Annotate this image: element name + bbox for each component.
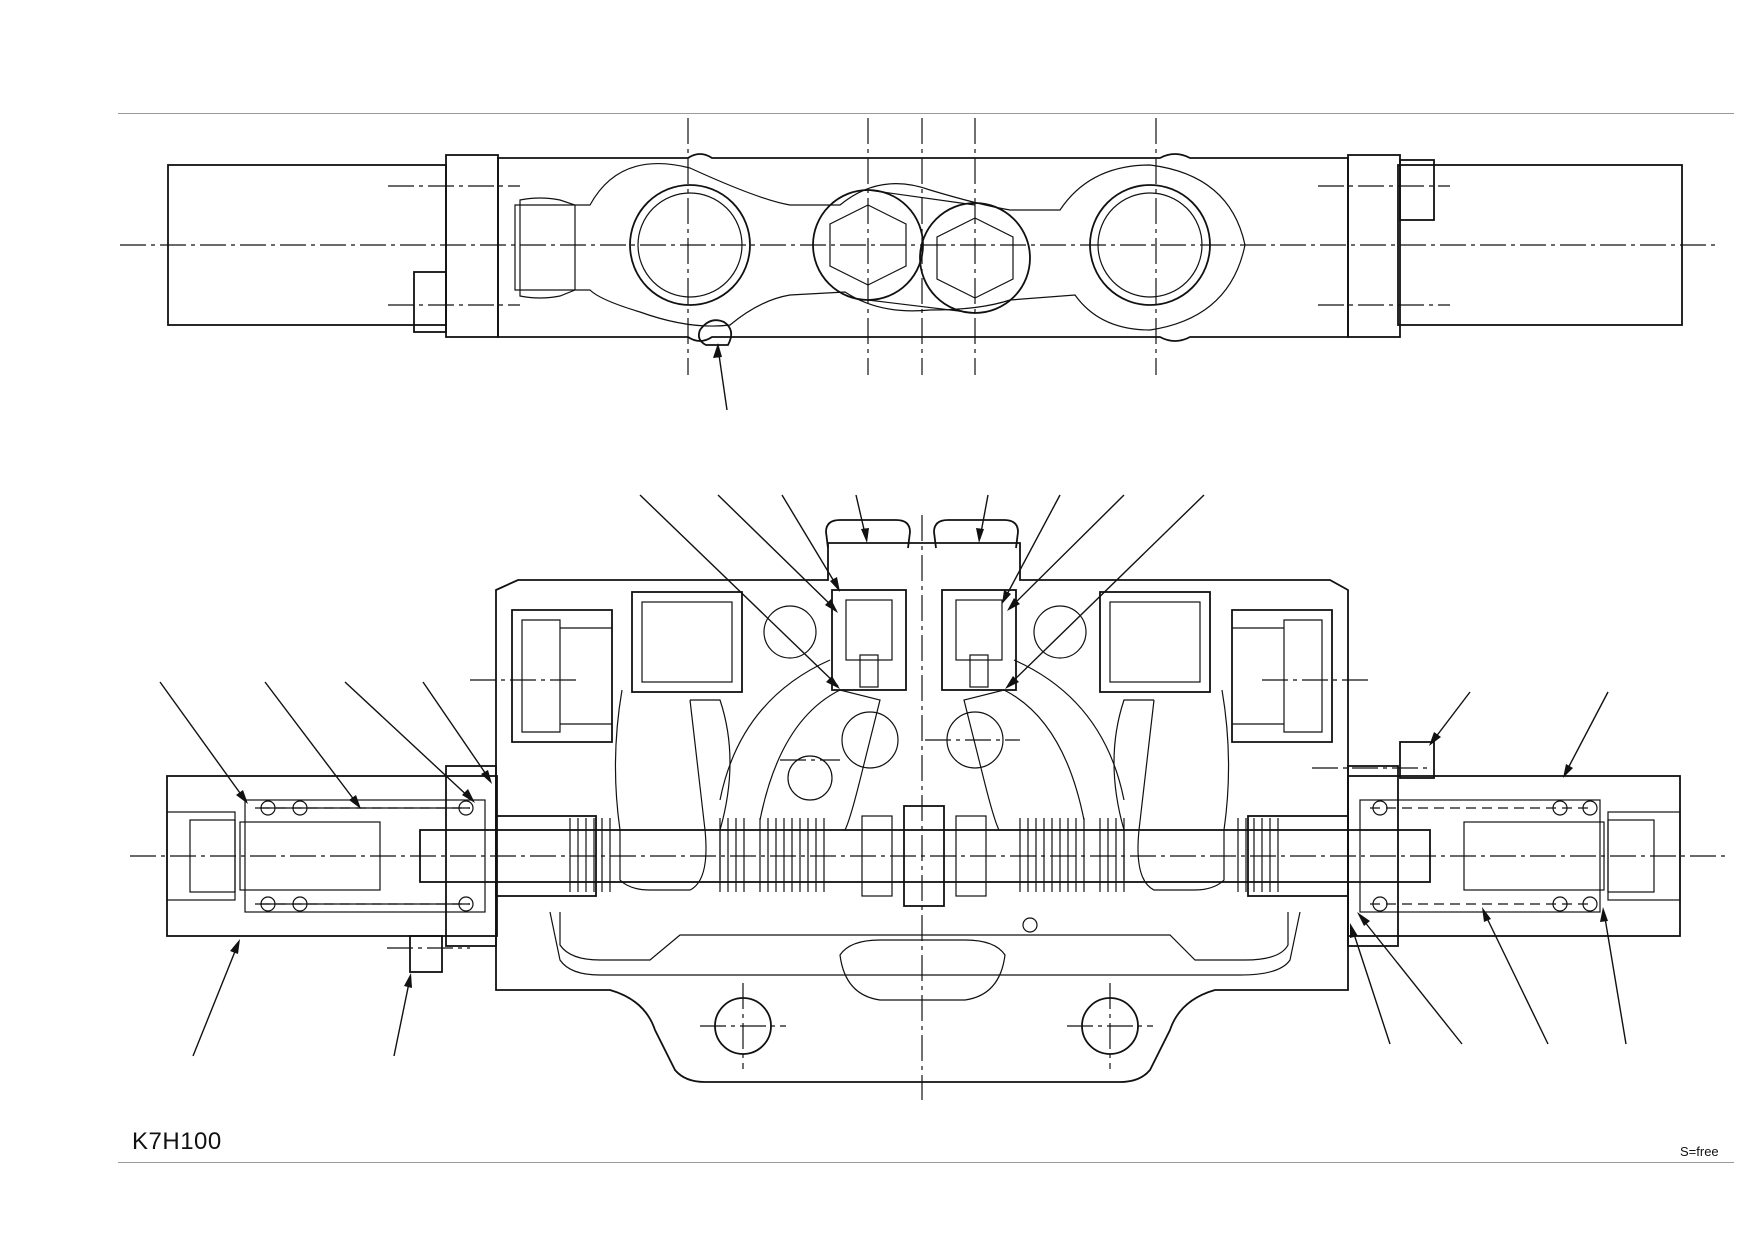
top-leader-arrow	[713, 343, 722, 358]
section-left-ball-2	[292, 800, 308, 816]
section-right-ball-2	[1552, 800, 1568, 816]
section-relief-2-body	[941, 589, 1017, 691]
section-left-top-port	[631, 591, 743, 693]
section-left-boss	[409, 935, 443, 973]
leader-left-4	[422, 681, 491, 781]
leader-lines	[159, 494, 1627, 1057]
section-relief-2-core	[955, 599, 1003, 661]
leader-top-7	[1009, 494, 1125, 609]
section-right-top-port-inner	[1109, 601, 1201, 683]
section-bolt-2-head	[933, 519, 1019, 549]
leader-right-1	[1431, 691, 1471, 743]
leader-left-2	[264, 681, 359, 806]
section-hole-3	[787, 755, 833, 801]
frame-top-rule	[118, 113, 1734, 114]
leader-top-2	[717, 494, 837, 611]
section-right-boss	[1399, 741, 1435, 779]
section-right-top-port	[1099, 591, 1211, 693]
section-left-ball-1	[260, 800, 276, 816]
section-left-ball-4	[292, 896, 308, 912]
top-fitting	[697, 319, 733, 346]
scale-note: S=free	[1680, 1144, 1719, 1159]
section-passage-left-a	[614, 689, 707, 891]
top-plug-link	[867, 189, 976, 314]
section-body-outline	[495, 542, 1349, 1083]
top-right-boss	[1399, 159, 1435, 221]
leader-top-1	[639, 494, 839, 687]
top-right-flange	[1347, 154, 1401, 338]
section-passage-left-b	[690, 699, 731, 880]
section-right-ball-5	[1552, 896, 1568, 912]
section-right-ball-6	[1582, 896, 1598, 912]
leader-left-5	[192, 943, 239, 1057]
top-leader	[717, 347, 728, 411]
section-passage-arcs	[719, 659, 1125, 801]
section-lower-pocket	[839, 939, 1006, 1001]
leader-right-5	[1483, 911, 1549, 1045]
section-bolt-1-head	[825, 519, 911, 549]
section-hole-1	[763, 605, 817, 659]
section-left-ball-3	[260, 896, 276, 912]
top-lug-left	[519, 197, 576, 299]
section-passage-right-b	[1113, 699, 1154, 880]
section-right-ball-1	[1372, 800, 1388, 816]
section-relief-1-poppet	[859, 654, 879, 688]
leader-top-3	[781, 494, 839, 589]
leader-top-6	[1003, 494, 1061, 601]
top-left-flange	[445, 154, 499, 338]
section-left-port-lines	[560, 627, 612, 725]
leader-right-2	[1564, 691, 1609, 775]
top-body-outline	[497, 153, 1349, 342]
section-hole-6	[1022, 917, 1038, 933]
section-relief-1-body	[831, 589, 907, 691]
section-view	[130, 515, 1728, 1100]
leader-right-6	[1603, 911, 1627, 1045]
leader-right-3	[1351, 927, 1391, 1045]
section-right-port-lines	[1232, 627, 1284, 725]
section-left-ball-5	[458, 800, 474, 816]
section-left-port-cavity	[521, 619, 561, 733]
section-left-top-port-inner	[641, 601, 733, 683]
section-left-port-chamber	[511, 609, 613, 743]
section-relief-2-poppet	[969, 654, 989, 688]
section-right-port-chamber	[1231, 609, 1333, 743]
section-passage-centre-left	[759, 689, 881, 831]
section-right-ball-4	[1372, 896, 1388, 912]
leader-left-6	[393, 977, 411, 1057]
frame-bottom-rule	[118, 1162, 1734, 1163]
part-code-label: K7H100	[132, 1128, 222, 1155]
section-lower-gallery	[549, 911, 1301, 976]
section-left-ball-6	[458, 896, 474, 912]
section-spool-grooves-right	[1019, 818, 1279, 892]
section-right-ball-3	[1582, 800, 1598, 816]
section-right-spring-chamber	[1359, 799, 1601, 913]
top-body-inner-left	[514, 162, 1246, 331]
section-hole-4	[841, 711, 899, 769]
section-left-spring	[260, 807, 470, 905]
section-passage-centre-right	[963, 689, 1085, 831]
section-relief-1-core	[845, 599, 893, 661]
section-hole-2	[1033, 605, 1087, 659]
top-port-a-outer	[629, 184, 751, 306]
section-spool-grooves-left	[569, 818, 825, 892]
top-view	[120, 118, 1720, 411]
leader-top-8	[1007, 494, 1205, 687]
leader-left-1	[159, 681, 246, 801]
top-left-boss	[413, 271, 447, 333]
leader-right-4	[1359, 915, 1463, 1045]
leader-left-3	[344, 681, 473, 801]
section-right-port-cavity	[1283, 619, 1323, 733]
section-lower-gallery-inner	[559, 912, 1289, 961]
section-passage-right-a	[1137, 689, 1230, 891]
